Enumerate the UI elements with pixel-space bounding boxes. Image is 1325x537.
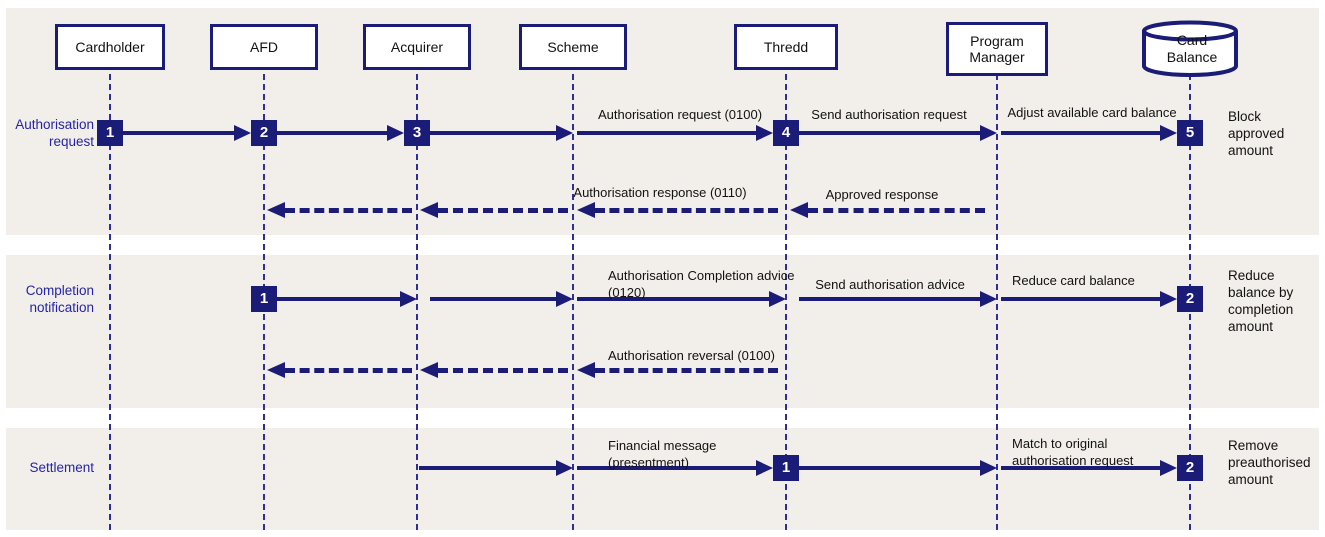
actor-label-acquirer: Acquirer [390,39,444,55]
step-badge-2-card-balance-settlement: 2 [1177,455,1203,481]
message-approved-response: Approved response [825,187,939,202]
phase-label-authorisation-request: Authorisation request [15,117,94,149]
lifeline-cardholder [109,74,111,530]
message-send-authorisation-request: Send authorisation request [811,107,967,122]
arrow-cardholder-to-afd [123,125,251,141]
message-reduce-card-balance: Reduce card balance [1012,273,1135,288]
message-authorisation-completion-advice: Authorisation Completion advice (0120) [608,268,795,300]
step-badge-5-card-balance: 5 [1177,120,1203,146]
note-reduce-balance-by-completion-amount: Reduce balance by completion amount [1228,268,1294,334]
lifeline-thredd [785,74,787,530]
database-cylinder-icon [1142,20,1238,77]
step-badge-2-afd: 2 [251,120,277,146]
actor-box-afd: AFD [210,24,318,70]
step-badge-1-cardholder: 1 [97,120,123,146]
phase-label-completion-notification: Completion notification [25,283,94,315]
actor-label-cardholder: Cardholder [75,39,145,55]
message-send-authorisation-advice: Send authorisation advice [815,277,965,292]
arrow-thredd-to-program-manager [799,125,997,141]
arrow-thredd-to-program-manager-3 [799,460,997,476]
arrow-acquirer-to-scheme-2 [430,291,573,307]
dashed-arrow-acquirer-to-afd [267,202,412,218]
dashed-arrow-program-manager-to-thredd [790,202,985,218]
arrow-scheme-to-thredd-3 [577,460,773,476]
lifeline-scheme [572,74,574,530]
lifeline-program-manager [996,74,998,530]
step-badge-1-afd: 1 [251,286,277,312]
dashed-arrow-scheme-to-acquirer [420,202,568,218]
message-authorisation-request-0100: Authorisation request (0100) [597,107,763,122]
arrow-scheme-to-thredd-2 [577,291,786,307]
actor-label-thredd: Thredd [763,39,809,55]
actor-label-scheme: Scheme [547,39,599,55]
arrow-acquirer-to-scheme [430,125,573,141]
arrow-program-manager-to-card-balance-2 [1001,291,1177,307]
actor-cylinder-card-balance: Card Balance [1141,20,1239,78]
note-block-approved-amount: Block approved amount [1228,109,1285,158]
dashed-arrow-thredd-to-scheme [577,202,778,218]
actor-label-program-manager: Program Manager [969,33,1025,65]
message-authorisation-reversal-0100: Authorisation reversal (0100) [608,348,775,363]
arrow-acquirer-to-scheme-3 [419,460,573,476]
lane-settlement-bg [6,428,1319,530]
arrow-afd-to-acquirer-2 [277,291,417,307]
dashed-arrow-scheme-to-acquirer-2 [420,362,568,378]
arrow-scheme-to-thredd [577,125,773,141]
dashed-arrow-acquirer-to-afd-2 [267,362,412,378]
actor-label-afd: AFD [250,39,278,55]
arrow-thredd-to-program-manager-2 [799,291,997,307]
step-badge-2-card-balance: 2 [1177,286,1203,312]
message-adjust-available-card-balance: Adjust available card balance [1007,105,1177,120]
actor-box-cardholder: Cardholder [55,24,165,70]
step-badge-4-thredd: 4 [773,120,799,146]
actor-box-scheme: Scheme [519,24,627,70]
dashed-arrow-thredd-to-scheme-2 [577,362,778,378]
actor-box-thredd: Thredd [734,24,838,70]
note-remove-preauthorised-amount: Remove preauthorised amount [1228,438,1311,487]
arrow-program-manager-to-card-balance-3 [1001,460,1177,476]
arrow-afd-to-acquirer [277,125,404,141]
actor-label-card-balance: Card Balance [1166,32,1218,65]
phase-label-settlement: Settlement [29,460,94,475]
step-badge-3-acquirer: 3 [404,120,430,146]
actor-box-acquirer: Acquirer [363,24,471,70]
step-badge-1-thredd: 1 [773,455,799,481]
lifeline-acquirer [416,74,418,530]
message-match-to-original-authorisation-request: Match to original authorisation request [1012,436,1134,468]
arrow-program-manager-to-card-balance [1001,125,1177,141]
message-authorisation-response-0110: Authorisation response (0110) [573,185,747,200]
actor-box-program-manager: Program Manager [946,22,1048,76]
lane-completion-notification-bg [6,255,1319,408]
message-financial-message-presentment: Financial message (presentment) [608,438,717,470]
